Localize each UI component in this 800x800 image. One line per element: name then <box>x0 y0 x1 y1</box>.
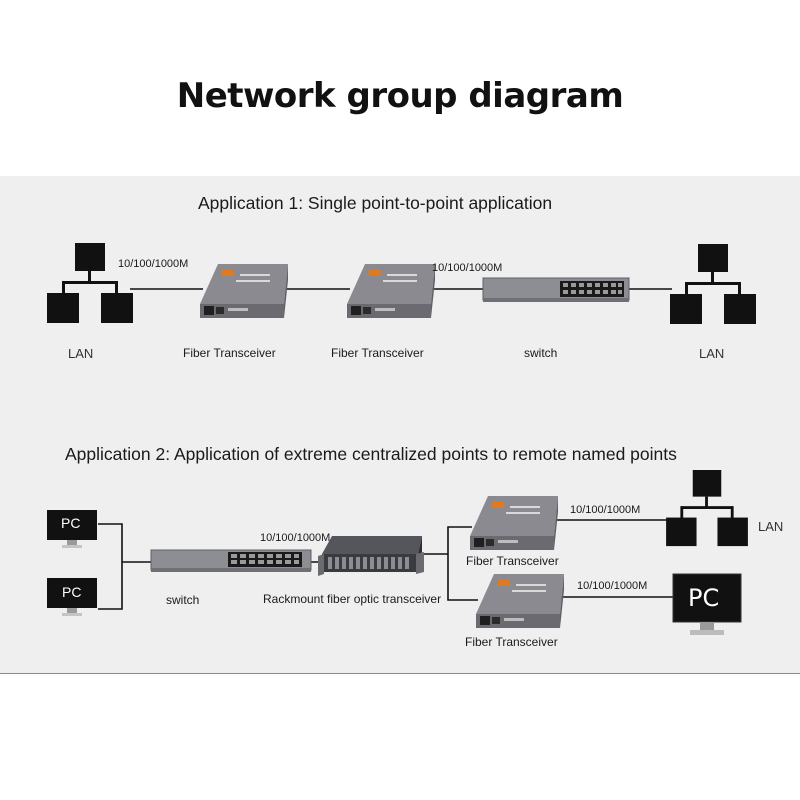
lan-icon-right <box>670 244 756 324</box>
speed-label-right: 10/100/1000M <box>432 262 503 274</box>
network-switch-2 <box>150 549 312 572</box>
lan-label-app2: LAN <box>758 519 784 534</box>
rackmount-label: Rackmount fiber optic transceiver <box>263 592 442 606</box>
pc-bottom-label: PC <box>62 584 82 600</box>
transceiver-1-label: Fiber Transceiver <box>183 346 276 360</box>
fiber-transceiver-4 <box>476 574 564 628</box>
lan-icon-app2 <box>666 470 748 547</box>
app1-heading: Application 1: Single point-to-point app… <box>198 193 553 213</box>
switch-1-label: switch <box>524 346 558 360</box>
fiber-transceiver-2 <box>347 264 435 318</box>
fiber-transceiver-3 <box>470 496 558 550</box>
transceiver-2-label: Fiber Transceiver <box>331 346 424 360</box>
speed-label-left: 10/100/1000M <box>118 258 189 270</box>
rackmount-transceiver <box>318 536 424 576</box>
speed-label-rack: 10/100/1000M <box>260 532 331 544</box>
pc-icon-bottom <box>47 578 97 616</box>
pc-monitor-large <box>672 573 742 635</box>
transceiver-4-label: Fiber Transceiver <box>465 635 558 649</box>
lan-icon-left <box>47 243 133 323</box>
fiber-transceiver-1 <box>200 264 288 318</box>
wire-rack-branch <box>447 526 478 601</box>
wire-pcs-bracket <box>98 523 123 610</box>
diagram-panel <box>0 176 800 674</box>
pc-icon-top <box>47 510 97 548</box>
lan-label-left: LAN <box>68 346 94 361</box>
transceiver-3-label: Fiber Transceiver <box>466 554 559 568</box>
speed-label-bottom: 10/100/1000M <box>577 580 648 592</box>
pc-large-label: PC <box>688 584 720 612</box>
diagram-title: Network group diagram <box>176 76 624 116</box>
app2-heading: Application 2: Application of extreme ce… <box>65 444 677 464</box>
pc-top-label: PC <box>61 515 81 531</box>
speed-label-top: 10/100/1000M <box>570 504 641 516</box>
lan-label-right: LAN <box>699 346 725 361</box>
switch-2-label: switch <box>166 593 200 607</box>
network-switch-1 <box>482 277 630 302</box>
